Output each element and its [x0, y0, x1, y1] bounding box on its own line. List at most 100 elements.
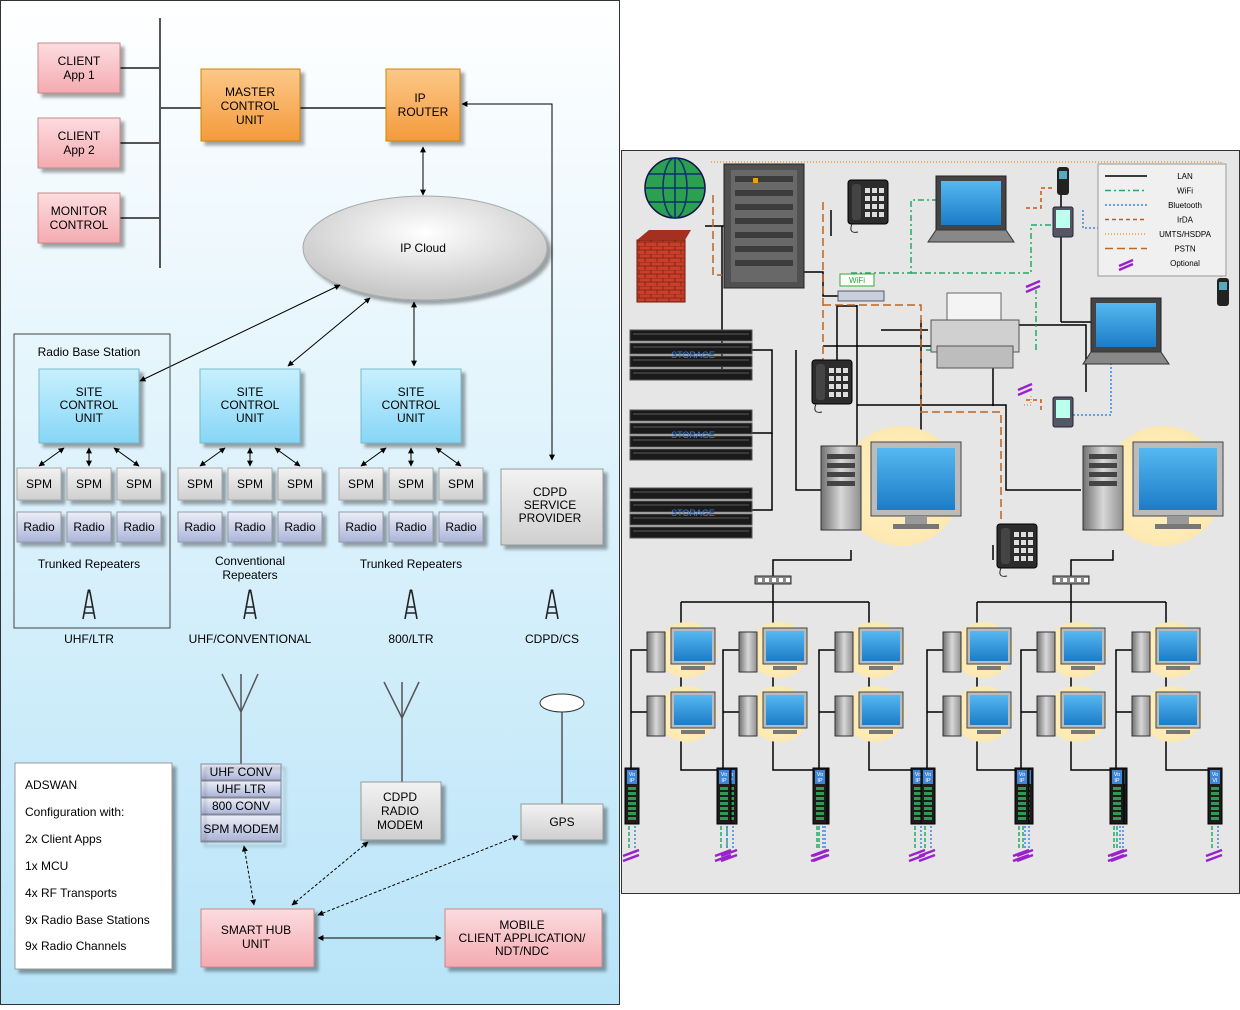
radio-tower-icon	[545, 589, 559, 620]
radio-box	[388, 511, 434, 543]
workstation-icon	[834, 686, 905, 742]
storage-label: STORAGE	[671, 350, 715, 360]
legend-label: PSTN	[1174, 245, 1196, 254]
spm-box	[388, 467, 434, 501]
spm-box	[277, 467, 323, 501]
spm-box	[177, 467, 223, 501]
legend-label: Optional	[1170, 259, 1200, 268]
radio-base-station-label: Radio Base Station	[38, 345, 141, 359]
pda-icon	[1052, 396, 1074, 428]
spm-label: SPM	[126, 477, 152, 491]
configuration-info-box: ADSWAN Configuration with: 2x Client App…	[14, 762, 173, 970]
workstation-icon	[834, 622, 905, 678]
voip-label: Vo	[721, 772, 727, 778]
band-label: CDPD/CS	[525, 632, 579, 646]
voip-label: Vo	[925, 772, 931, 778]
radio-box	[177, 511, 223, 543]
repeater-group-label: Repeaters	[222, 568, 277, 582]
voip-label: IP	[817, 778, 823, 784]
spm-label: SPM	[398, 477, 424, 491]
pda-icon	[1052, 206, 1074, 238]
legend-label: IrDA	[1177, 216, 1194, 225]
radio-tower-icon	[82, 589, 96, 620]
ip-cloud: IP Cloud	[302, 195, 548, 301]
workstation-icon	[820, 426, 962, 546]
stack-item-label: SPM MODEM	[203, 822, 278, 836]
voip-label: Vo	[1212, 772, 1218, 778]
voip-label: Vo	[915, 772, 921, 778]
gps-box: GPS	[520, 803, 604, 841]
spm-label: SPM	[26, 477, 52, 491]
legend-label: LAN	[1177, 172, 1193, 181]
site-control-unit-box	[38, 368, 140, 444]
storage-array-icon: STORAGE	[629, 487, 753, 539]
storage-label: STORAGE	[671, 508, 715, 518]
optional-link-icon	[1017, 382, 1033, 397]
spm-label: SPM	[237, 477, 263, 491]
band-label: UHF/LTR	[64, 632, 114, 646]
workstation-icon	[1131, 622, 1202, 678]
mobile-phone-icon	[1057, 167, 1069, 195]
radio-box	[66, 511, 112, 543]
radio-box	[438, 511, 484, 543]
legend: LANWiFiBluetoothIrDAUMTS/HSDPAPSTNOption…	[1097, 163, 1227, 277]
rf-antennas	[221, 673, 563, 804]
legend-label: UMTS/HSDPA	[1159, 230, 1212, 239]
radio-label: Radio	[23, 520, 55, 534]
network-switch-icon	[754, 575, 792, 585]
workstation-icon	[942, 686, 1013, 742]
storage-array-icon: STORAGE	[629, 329, 753, 381]
spm-box	[338, 467, 384, 501]
spm-label: SPM	[287, 477, 313, 491]
spm-box	[116, 467, 162, 501]
stack-item-label: 800 CONV	[212, 799, 270, 813]
gps-label: GPS	[549, 815, 574, 829]
radio-label: Radio	[395, 520, 427, 534]
voip-label: Vo	[1019, 772, 1025, 778]
repeater-group-label: Trunked Repeaters	[360, 557, 462, 571]
workstation-icon	[1082, 426, 1224, 546]
wifi-label: WiFi	[849, 276, 865, 285]
workstation-icon	[646, 622, 717, 678]
network-switch-icon	[1052, 575, 1090, 585]
spm-box	[227, 467, 273, 501]
radio-tower-icon	[243, 589, 257, 620]
radio-label: Radio	[445, 520, 477, 534]
desk-phone-icon	[847, 179, 889, 233]
radio-base-station-frame	[13, 333, 171, 629]
radio-label: Radio	[284, 520, 316, 534]
spm-label: SPM	[76, 477, 102, 491]
firewall-icon	[636, 230, 691, 303]
voip-label: IP	[1114, 778, 1120, 784]
main-server-icon	[723, 163, 805, 289]
legend-swatch	[1118, 258, 1134, 272]
radio-box	[16, 511, 62, 543]
voip-label: Vo	[817, 772, 823, 778]
band-label: 800/LTR	[388, 632, 433, 646]
workstation-icon	[1131, 686, 1202, 742]
radio-box	[277, 511, 323, 543]
repeater-group-label: Conventional	[215, 554, 285, 568]
radio-label: Radio	[123, 520, 155, 534]
storage-array-icon: STORAGE	[629, 409, 753, 461]
workstation-icon	[646, 686, 717, 742]
spm-label: SPM	[187, 477, 213, 491]
